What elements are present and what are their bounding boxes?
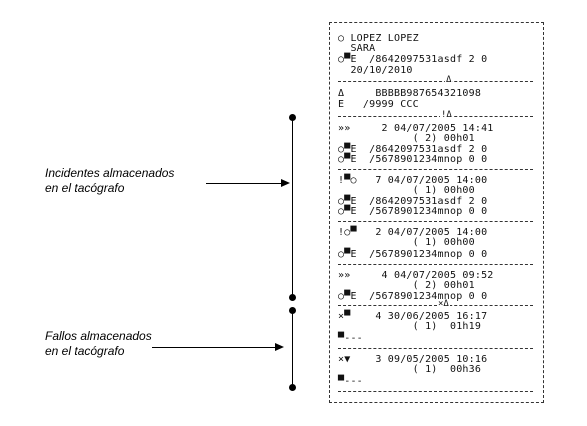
- printout-line: »» 4 04/07/2005 09:52: [338, 270, 494, 281]
- faults-bracket-line: [292, 311, 293, 387]
- incidents-caption-line-2: en el tacógrafo: [45, 181, 125, 195]
- faults-caption-line-2: en el tacógrafo: [45, 344, 125, 358]
- printout-line: Δ BBBBB987654321098: [338, 88, 482, 99]
- faults-arrow-line: [152, 347, 276, 348]
- printout-line: »» 2 04/07/2005 14:41: [338, 123, 494, 134]
- printout-line: ( 1) 00h00: [338, 237, 475, 248]
- printout-line: ( 1) 00h36: [338, 364, 482, 375]
- printout-line: 20/10/2010: [338, 65, 413, 76]
- incidents-bracket-line: [292, 118, 293, 298]
- printout-line: !▀○ 7 04/07/2005 14:00: [338, 175, 488, 186]
- printout-line: ×▀ 4 30/06/2005 16:17: [338, 311, 488, 322]
- tachograph-printout: ○ LOPEZ LOPEZ SARA ○▀E /8642097531asdf 2…: [329, 22, 544, 403]
- printout-line: ○▀E /5678901234mnop 0 0: [338, 206, 488, 217]
- incidents-bracket-bottom-dot: [289, 294, 296, 301]
- separator-mark: ×Δ: [437, 299, 450, 309]
- faults-bracket-bottom-dot: [289, 384, 296, 391]
- printout-separator: [338, 391, 533, 392]
- printout-line: ○▀E /5678901234mnop 0 0: [338, 291, 488, 302]
- printout-line: ( 2) 00h01: [338, 133, 475, 144]
- printout-separator: [338, 81, 533, 82]
- printout-line: ( 1) 00h00: [338, 185, 475, 196]
- printout-separator: [338, 169, 533, 170]
- printout-line: ○▀E /8642097531asdf 2 0: [338, 54, 488, 65]
- printout-line: E /9999 CCC: [338, 99, 419, 110]
- printout-line: ( 2) 00h01: [338, 280, 475, 291]
- printout-line: ( 1) 01h19: [338, 321, 482, 332]
- printout-line: ○▀E /5678901234mnop 0 0: [338, 154, 488, 165]
- incidents-arrow-line: [206, 183, 282, 184]
- separator-mark: Δ: [445, 75, 453, 85]
- printout-separator: [338, 221, 533, 222]
- faults-arrow-head: [275, 343, 284, 351]
- printout-separator: [338, 305, 533, 306]
- printout-line: ○▀E /8642097531asdf 2 0: [338, 144, 488, 155]
- incidents-arrow-head: [281, 179, 290, 187]
- incidents-caption: Incidentes almacenados en el tacógrafo: [45, 166, 174, 196]
- separator-mark: !Δ: [440, 110, 453, 120]
- printout-line: !○▀ 2 04/07/2005 14:00: [338, 227, 488, 238]
- printout-line: ×▼ 3 09/05/2005 10:16: [338, 354, 488, 365]
- printout-line: ▀---: [338, 333, 363, 344]
- faults-caption: Fallos almacenados en el tacógrafo: [45, 329, 152, 359]
- printout-line: ○▀E /8642097531asdf 2 0: [338, 196, 488, 207]
- printout-line: ○ LOPEZ LOPEZ: [338, 33, 419, 44]
- printout-separator: [338, 116, 533, 117]
- faults-bracket-top-dot: [289, 307, 296, 314]
- incidents-caption-line-1: Incidentes almacenados: [45, 166, 175, 180]
- incidents-bracket-top-dot: [289, 114, 296, 121]
- printout-separator: [338, 264, 533, 265]
- printout-line: SARA: [338, 43, 376, 54]
- faults-caption-line-1: Fallos almacenados: [45, 329, 152, 343]
- printout-separator: [338, 348, 533, 349]
- printout-line: ○▀E /5678901234mnop 0 0: [338, 249, 488, 260]
- printout-line: ▀---: [338, 376, 363, 387]
